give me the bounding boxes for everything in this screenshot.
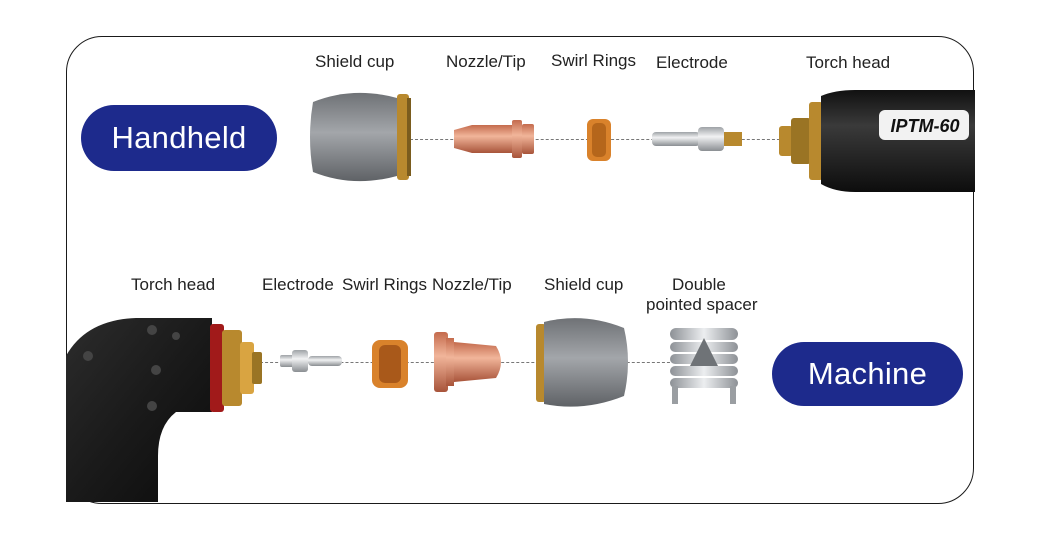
double-pointed-spacer (670, 328, 738, 404)
torch-brand-text: IPTM-60 (890, 116, 960, 136)
handheld-badge: Handheld (81, 105, 277, 171)
electrode-handheld (652, 127, 742, 151)
shield-cup-handheld (310, 92, 411, 182)
swirl-ring-handheld (587, 119, 611, 161)
label-swirl-rings-machine: Swirl Rings (342, 275, 428, 294)
shield-cup-machine (536, 318, 628, 407)
swirl-ring-machine (372, 340, 408, 388)
label-spacer-line2: pointed spacer (646, 295, 758, 314)
label-swirl-rings-handheld: Swirl Rings (551, 51, 637, 70)
label-nozzle-tip-machine: Nozzle/Tip (432, 275, 512, 294)
label-shield-cup-handheld: Shield cup (315, 52, 395, 71)
nozzle-machine (434, 332, 501, 392)
label-shield-cup-machine: Shield cup (544, 275, 624, 294)
label-spacer-line1: Double (672, 275, 726, 294)
electrode-machine (280, 350, 342, 372)
label-electrode-machine: Electrode (262, 275, 334, 294)
torch-head-machine (66, 318, 262, 502)
label-torch-head-handheld: Torch head (806, 53, 891, 72)
machine-badge: Machine (772, 342, 963, 406)
torch-head-handheld (779, 90, 975, 192)
nozzle-handheld (454, 120, 534, 158)
label-torch-head-machine: Torch head (131, 275, 216, 294)
label-nozzle-tip-handheld: Nozzle/Tip (446, 52, 526, 71)
label-electrode-handheld: Electrode (656, 53, 728, 72)
